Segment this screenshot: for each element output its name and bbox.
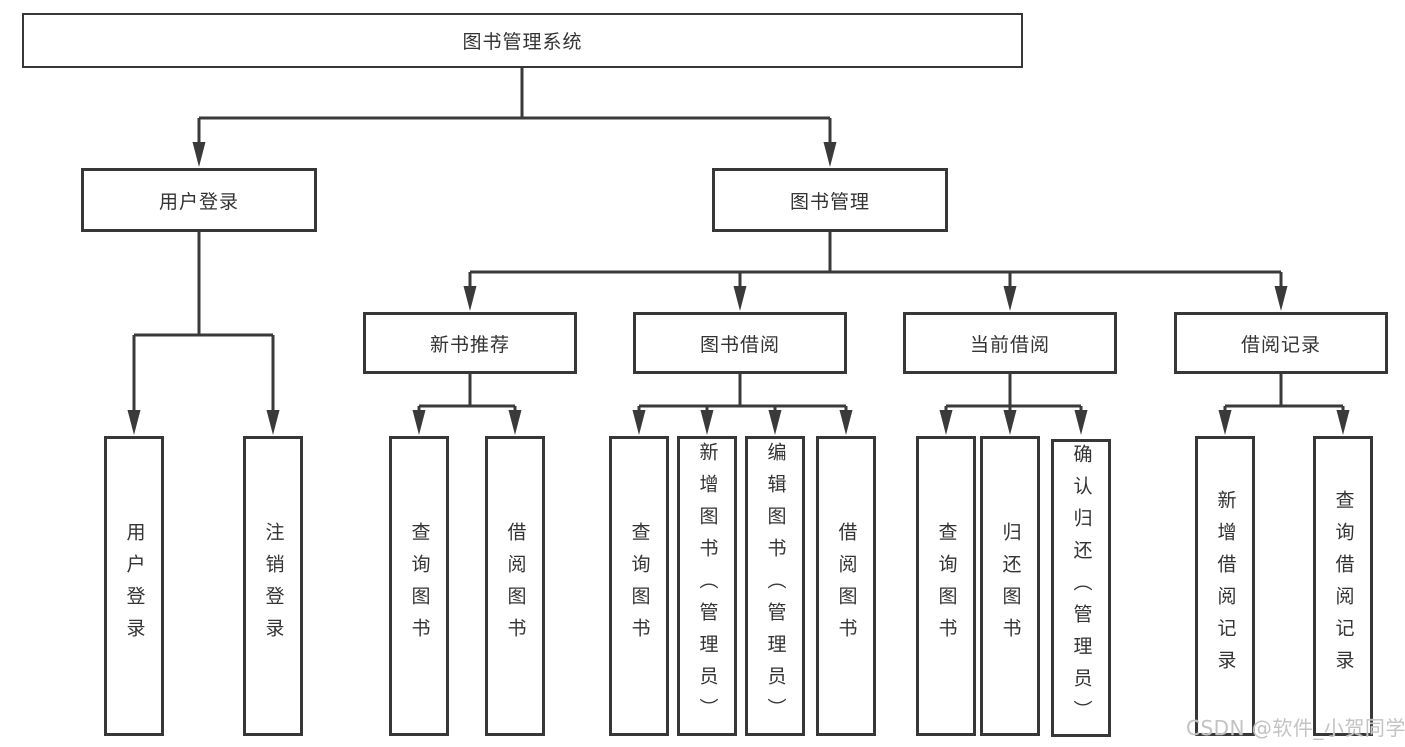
leaf-label: 借阅图书 bbox=[835, 522, 858, 650]
leaf-label: 编辑图书（管理员） bbox=[764, 442, 787, 730]
node-book-management: 图书管理 bbox=[712, 168, 948, 232]
node-label: 用户登录 bbox=[158, 190, 239, 213]
arrowheads bbox=[127, 142, 1350, 435]
leaf-label: 查询图书 bbox=[628, 522, 651, 650]
leaf-label: 新增借阅记录 bbox=[1214, 490, 1237, 682]
csdn-watermark: CSDN @软件_小贺同学 bbox=[1186, 716, 1405, 740]
node-current-borrow: 当前借阅 bbox=[903, 312, 1117, 374]
leaf-label: 查询图书 bbox=[408, 522, 431, 650]
leaf-user-login: 用户登录 bbox=[104, 436, 164, 736]
leaf-label: 查询借阅记录 bbox=[1332, 490, 1355, 682]
node-user-login: 用户登录 bbox=[81, 168, 317, 232]
leaf-borrow-books: 借阅图书 bbox=[816, 436, 876, 736]
leaf-label: 新增图书（管理员） bbox=[696, 442, 719, 730]
node-label: 图书借阅 bbox=[699, 333, 780, 356]
node-label: 借阅记录 bbox=[1240, 333, 1321, 356]
leaf-label: 借阅图书 bbox=[504, 522, 527, 650]
leaf-add-borrow-record: 新增借阅记录 bbox=[1195, 436, 1255, 736]
leaf-label: 用户登录 bbox=[123, 522, 146, 650]
leaf-return-books: 归还图书 bbox=[980, 436, 1040, 736]
leaf-label: 归还图书 bbox=[999, 522, 1022, 650]
leaf-add-books-admin: 新增图书（管理员） bbox=[677, 436, 737, 736]
node-label: 图书管理 bbox=[789, 190, 870, 213]
node-book-borrow: 图书借阅 bbox=[633, 312, 847, 374]
leaf-logout-login: 注销登录 bbox=[243, 436, 303, 736]
leaf-edit-books-admin: 编辑图书（管理员） bbox=[745, 436, 805, 736]
leaf-query-borrow-record: 查询借阅记录 bbox=[1313, 436, 1373, 736]
node-borrow-records: 借阅记录 bbox=[1174, 312, 1388, 374]
leaf-query-books-borrow: 查询图书 bbox=[609, 436, 669, 736]
node-label: 当前借阅 bbox=[969, 333, 1050, 356]
leaf-borrow-books-recommend: 借阅图书 bbox=[485, 436, 545, 736]
node-new-book-recommend: 新书推荐 bbox=[363, 312, 577, 374]
leaf-confirm-return-admin: 确认归还（管理员） bbox=[1051, 439, 1111, 737]
leaf-label: 查询图书 bbox=[935, 522, 958, 650]
node-label: 图书管理系统 bbox=[462, 31, 583, 53]
node-label: 新书推荐 bbox=[429, 333, 510, 356]
leaf-label: 注销登录 bbox=[262, 522, 285, 650]
node-library-management-system: 图书管理系统 bbox=[22, 13, 1023, 68]
leaf-query-books-current: 查询图书 bbox=[916, 436, 976, 736]
leaf-label: 确认归还（管理员） bbox=[1070, 444, 1093, 732]
leaf-query-books-recommend: 查询图书 bbox=[389, 436, 449, 736]
